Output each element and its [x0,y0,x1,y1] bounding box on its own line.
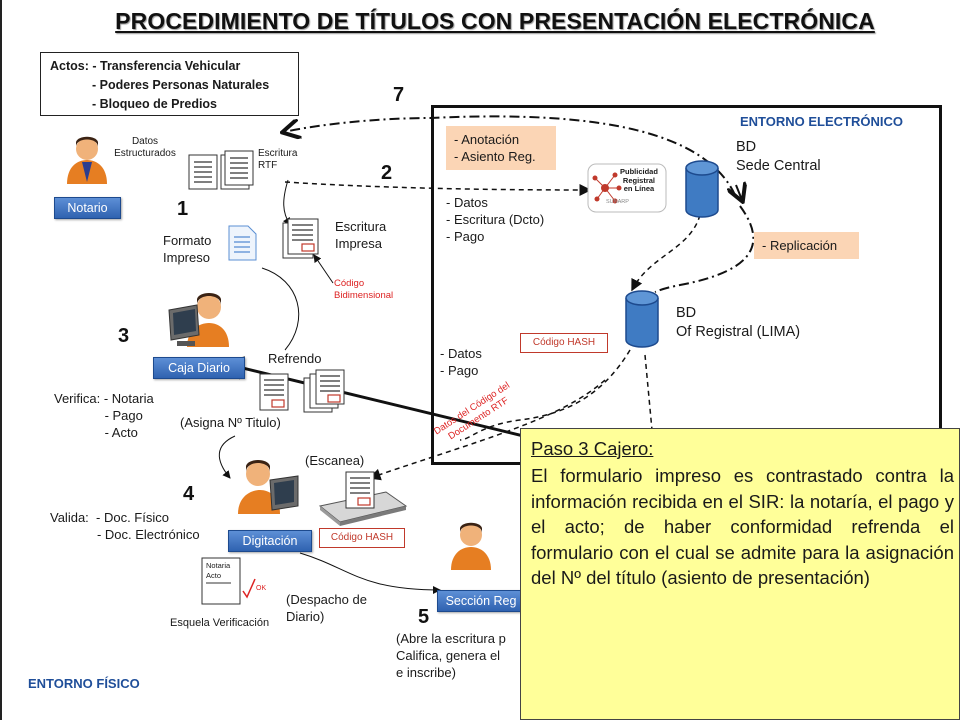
note-title: Paso 3 Cajero: [531,438,654,459]
escritura-rtf-label: Escritura RTF [258,148,298,171]
role-notario: Notario [54,197,121,219]
database-sede-central-icon [685,160,719,218]
electronic-environment-label: ENTORNO ELECTRÓNICO [740,114,903,129]
esquela-label: Esquela Verificación [170,617,270,629]
despacho-label: (Despacho de Diario) [286,592,367,624]
codigo-hash-box-digitacion: Código HASH [319,528,405,548]
sunarp-label: SUNARP [606,199,629,205]
formato-impreso-document-icon [228,225,257,261]
replicacion-box: - Replicación [754,232,859,259]
seccion-person-icon [451,522,491,570]
publicidad-label: Publicidad Registral en Línea [620,167,658,193]
step-7-number: 7 [393,84,405,106]
datos-escritura-pago-label: - Datos - Escritura (Dcto) - Pago [446,195,545,244]
frame-border [0,0,2,720]
esquela-document-icon [201,557,256,605]
cajero-workstation-icon [168,293,229,347]
actos-line: - Poderes Personas Naturales [92,78,270,92]
page-title: PROCEDIMIENTO DE TÍTULOS CON PRESENTACIÓ… [115,8,875,34]
paso-3-note: Paso 3 Cajero: El formulario impreso es … [520,428,960,720]
datos-pago-label: - Datos - Pago [440,346,482,378]
actos-box: Actos: - Transferencia Vehicular - Poder… [40,52,299,116]
actos-line: Actos: - Transferencia Vehicular [50,59,241,73]
verifica-label: Verifica: - Notaria - Pago - Acto [54,391,154,440]
scanner-icon [318,471,408,526]
abre-label: (Abre la escritura p Califica, genera el… [396,631,506,680]
publicidad-registral-logo [587,163,667,213]
role-digitacion: Digitación [228,530,312,552]
digitacion-workstation-icon [238,460,299,514]
step-5-number: 5 [418,606,430,628]
physical-environment-label: ENTORNO FÍSICO [28,676,140,691]
escanea-label: (Escanea) [305,453,365,468]
escritura-impresa-label: Escritura Impresa [335,219,387,251]
role-seccion-registral: Sección Reg [437,590,525,612]
bd-sede-central-label: BD Sede Central [736,139,821,174]
role-caja-diario: Caja Diario [153,357,245,379]
escritura-impresa-document-icon [282,218,319,259]
step-4-number: 4 [183,483,195,505]
step-2-number: 2 [381,162,393,184]
anotacion-box: - Anotación - Asiento Reg. [446,126,556,170]
refrendo-label: Refrendo [268,351,322,366]
actos-line: - Bloqueo de Predios [92,97,218,111]
bd-lima-label: BD Of Registral (LIMA) [676,305,801,340]
notaria-acto-label: Notaria Acto [206,561,231,580]
codigo-hash-box-lima: Código HASH [520,333,608,353]
datos-estructurados-label: Datos Estructurados [114,136,176,159]
notario-person-icon [67,136,107,184]
step-1-number: 1 [177,198,189,220]
asigna-label: (Asigna Nº Titulo) [180,415,281,430]
refrendo-documents-icon [259,369,345,413]
escritura-rtf-documents-icon [188,150,254,190]
formato-impreso-label: Formato Impreso [163,233,212,265]
ok-label: OK [256,585,267,592]
valida-label: Valida: - Doc. Físico - Doc. Electrónico [50,510,200,542]
note-body: El formulario impreso es contrastado con… [531,465,954,588]
step-3-number: 3 [118,325,130,347]
database-lima-icon [625,290,659,348]
codigo-bidimensional-label: Código Bidimensional [334,278,394,301]
